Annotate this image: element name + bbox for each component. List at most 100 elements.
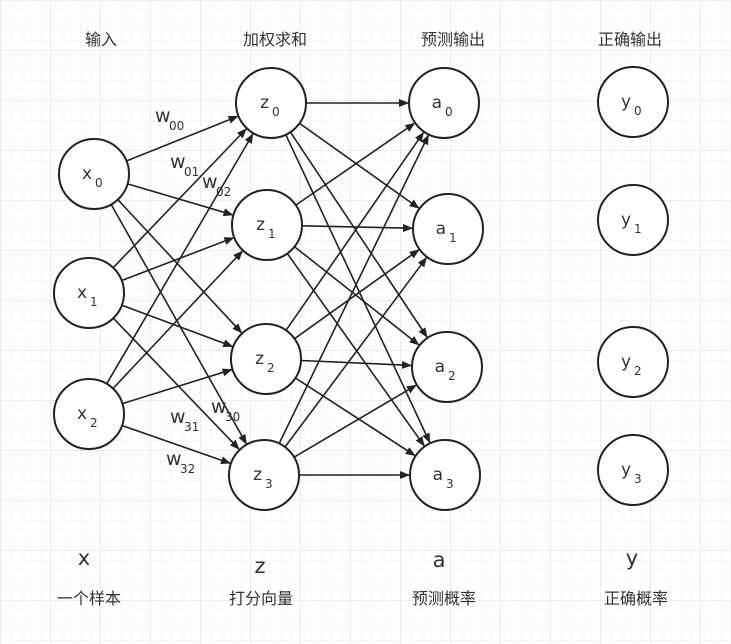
node-subscript: 1	[449, 231, 457, 245]
edge-x2-z0	[106, 133, 254, 385]
weight-w00: w00	[155, 105, 184, 133]
node-label: a	[436, 219, 446, 239]
node-circle	[235, 67, 307, 139]
edge-z1-a0	[295, 122, 416, 206]
weight-subscript: 30	[225, 410, 240, 424]
node-circle	[53, 257, 125, 329]
node-label: x	[77, 404, 87, 424]
node-label: x	[82, 164, 92, 184]
node-label: y	[621, 460, 631, 480]
weight-w31: w31	[170, 406, 199, 434]
weight-subscript: 02	[216, 185, 231, 199]
node-label: z	[260, 93, 269, 113]
footer-symbol-x: x	[78, 546, 90, 570]
weight-label: w	[166, 448, 182, 470]
header-correct-output: 正确输出	[598, 30, 662, 49]
edge-z1-a3	[286, 253, 425, 447]
node-circle	[231, 189, 303, 261]
node-subscript: 2	[90, 416, 98, 430]
node-subscript: 3	[265, 477, 273, 491]
edge-z2-a1	[294, 249, 420, 340]
edge-z0-a2	[289, 131, 428, 338]
node-subscript: 3	[634, 472, 642, 486]
weight-subscript: 31	[184, 420, 199, 434]
node-subscript: 1	[90, 295, 98, 309]
edge-z2-a3	[294, 377, 416, 457]
node-label: a	[432, 93, 442, 113]
edge-z1-a2	[294, 246, 420, 346]
footer-caption-a: 预测概率	[412, 589, 476, 608]
weight-subscript: 00	[169, 119, 184, 133]
node-circle	[412, 193, 484, 265]
node-circle	[230, 323, 302, 395]
edge-x0-z0	[126, 115, 239, 162]
edge-x1-z2	[121, 304, 234, 348]
weight-w02: w02	[202, 171, 231, 199]
header-input: 输入	[85, 30, 117, 49]
edge-z3-a2	[293, 384, 417, 458]
node-circle	[597, 326, 669, 398]
edge-z3-a1	[284, 256, 428, 448]
edge-x1-z3	[112, 317, 240, 450]
edge-z0-a3	[285, 134, 431, 444]
node-label: z	[253, 465, 262, 485]
node-circle	[411, 331, 483, 403]
weight-label: w	[211, 396, 227, 418]
node-circle	[53, 378, 125, 450]
node-label: y	[621, 352, 631, 372]
node-circle	[597, 184, 669, 256]
node-subscript: 0	[95, 176, 103, 190]
node-circle	[408, 67, 480, 139]
edge-z3-a0	[278, 134, 430, 444]
header-predicted-output: 预测输出	[421, 30, 485, 49]
edge-x2-z3	[121, 424, 231, 465]
weight-label: w	[202, 171, 218, 193]
node-circle	[597, 434, 669, 506]
footer-symbol-a: a	[433, 548, 446, 572]
node-label: y	[621, 92, 631, 112]
node-subscript: 0	[634, 104, 642, 118]
edge-x0-z3	[110, 204, 247, 445]
edge-z0-a1	[299, 122, 420, 209]
weight-subscript: 01	[184, 165, 199, 179]
footer-symbol-z: z	[254, 554, 265, 578]
node-label: x	[77, 283, 87, 303]
node-circle	[597, 66, 669, 138]
node-subscript: 0	[272, 105, 280, 119]
weight-w01: w01	[170, 151, 199, 179]
weight-label: w	[170, 406, 186, 428]
edge-x2-z1	[112, 250, 243, 390]
weight-w32: w32	[166, 448, 195, 476]
node-label: a	[433, 465, 443, 485]
edge-x0-z1	[127, 183, 234, 217]
footer-caption-z: 打分向量	[229, 589, 293, 608]
footer-caption-y: 正确概率	[604, 589, 668, 608]
edge-x0-z2	[117, 199, 243, 334]
node-subscript: 0	[445, 105, 453, 119]
node-subscript: 1	[268, 227, 276, 241]
node-subscript: 3	[446, 477, 454, 491]
header-weighted-sum: 加权求和	[243, 30, 307, 49]
weight-label: w	[155, 105, 171, 127]
weight-w30: w30	[211, 396, 240, 424]
node-label: a	[435, 357, 445, 377]
node-label: z	[256, 215, 265, 235]
edge-z2-a0	[285, 131, 425, 331]
node-circle	[409, 439, 481, 511]
